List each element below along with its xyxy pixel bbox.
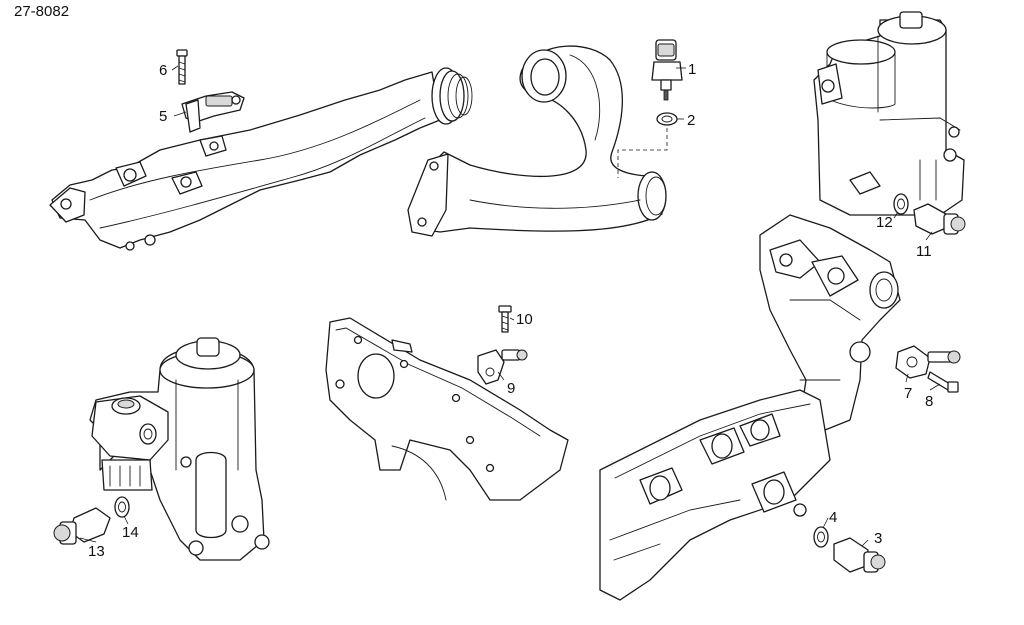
callout-1: 1 [688, 61, 696, 78]
pressure-sensor-3 [833, 537, 886, 573]
sealing-washer-14 [114, 496, 130, 518]
pressure-sensor-13 [53, 507, 111, 545]
oil-filter-housing-top-right [813, 11, 965, 216]
pressure-sensor-5 [181, 91, 245, 133]
bolt-8 [927, 371, 959, 393]
sealing-washer-12 [893, 193, 909, 215]
turbo-hose [407, 45, 667, 237]
callout-4: 4 [829, 509, 837, 526]
cylinder-head [599, 389, 831, 601]
sealing-washer-2 [656, 112, 678, 126]
callout-14: 14 [122, 524, 139, 541]
fuel-filter-housing [89, 337, 270, 561]
timing-cover [325, 317, 569, 501]
intake-manifold [49, 49, 473, 251]
bolt-10 [498, 305, 512, 333]
callout-11: 11 [916, 243, 932, 260]
callout-3: 3 [874, 530, 882, 547]
speed-sensor-9 [477, 349, 528, 385]
callout-6: 6 [159, 62, 167, 79]
engine-block-right [759, 214, 901, 433]
pressure-sensor-11 [913, 203, 966, 235]
callout-10: 10 [516, 311, 533, 328]
callout-13: 13 [88, 543, 105, 560]
callout-7: 7 [904, 385, 912, 402]
assembly-line-1-2 [617, 128, 668, 178]
leader-lines [79, 65, 941, 547]
sealing-washer-4 [813, 526, 829, 548]
callouts: 1 2 3 4 5 6 7 8 9 10 11 12 13 14 [88, 61, 933, 560]
callout-5: 5 [159, 108, 167, 125]
callout-2: 2 [687, 112, 695, 129]
callout-9: 9 [507, 380, 515, 397]
bolt-6 [176, 49, 188, 85]
callout-12: 12 [876, 214, 893, 231]
callout-8: 8 [925, 393, 933, 410]
temperature-sensor-1 [651, 39, 683, 101]
sensor-adaptor-7 [895, 345, 961, 379]
reference-number: 27-8082 [14, 3, 69, 20]
